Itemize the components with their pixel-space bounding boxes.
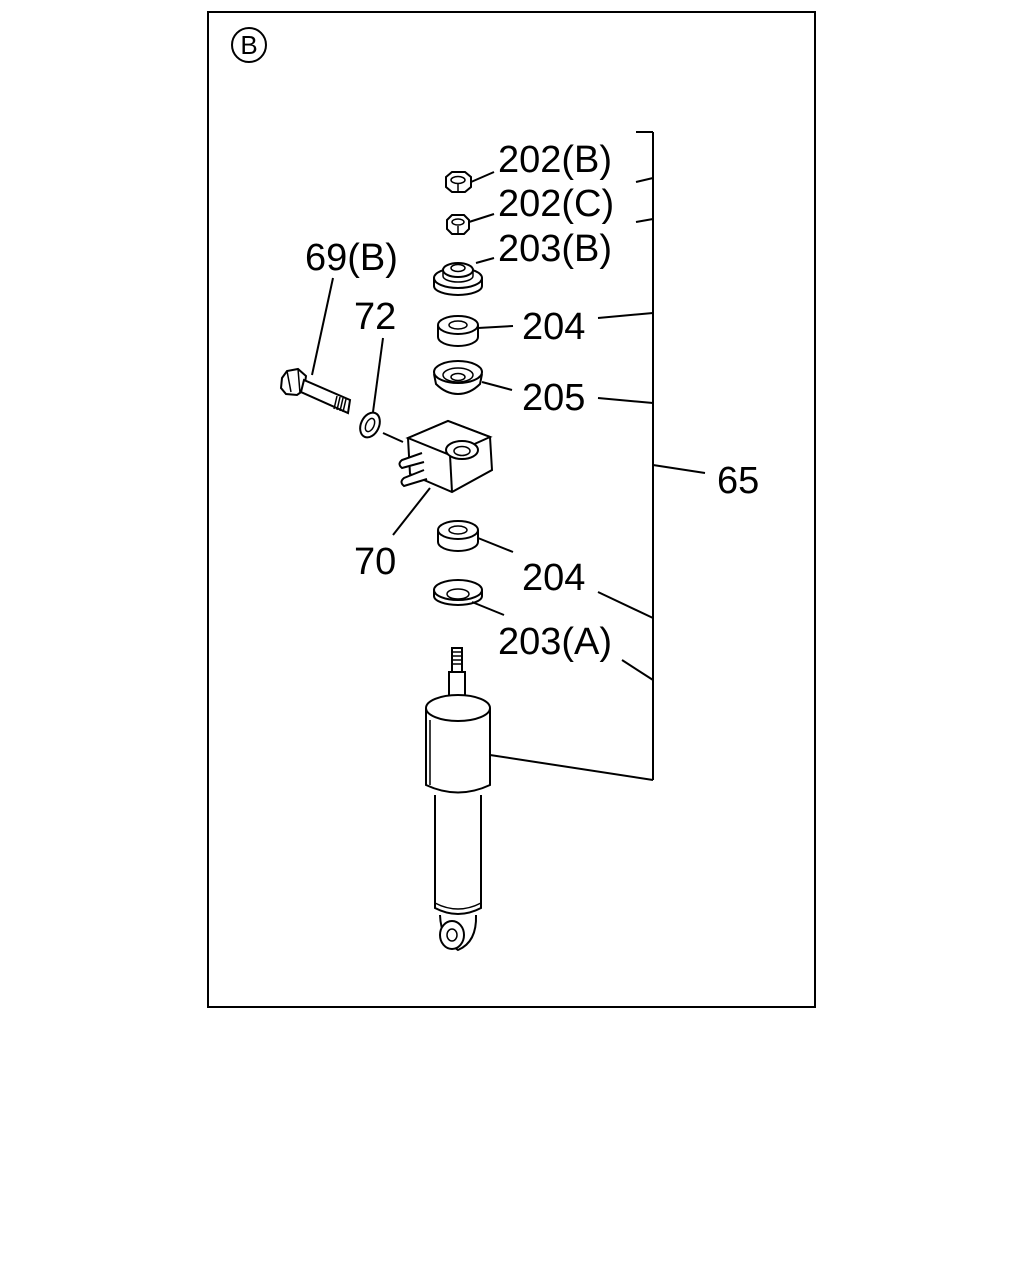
- leader-204-upper: [477, 325, 514, 329]
- callout-72: 72: [354, 296, 396, 338]
- leader-72: [372, 337, 384, 413]
- leader-203b: [475, 257, 495, 264]
- bolt-69b: [279, 367, 352, 415]
- leader-72-to-bracket: [382, 432, 404, 443]
- callout-203b: 203(B): [498, 228, 612, 270]
- callout-65: 65: [717, 460, 759, 502]
- bushing-204-upper: [437, 315, 479, 347]
- callout-69b: 69(B): [305, 237, 398, 279]
- leader-205: [481, 381, 513, 391]
- washer-72: [359, 411, 381, 439]
- leader-69b: [311, 277, 334, 376]
- leader-204-lower: [477, 537, 514, 553]
- washer-203a: [433, 579, 483, 606]
- leader-202c: [468, 213, 495, 223]
- assembly-bracket: [489, 131, 706, 781]
- callout-205: 205: [522, 377, 585, 419]
- leader-203a: [471, 601, 505, 616]
- leader-70: [392, 487, 431, 536]
- leader-202b: [470, 171, 495, 183]
- cup-205: [433, 360, 483, 396]
- callout-202b: 202(B): [498, 139, 612, 181]
- callout-204-lower: 204: [522, 557, 585, 599]
- diagram-frame: [207, 11, 816, 1008]
- callout-204-upper: 204: [522, 306, 585, 348]
- view-badge-label: B: [240, 30, 257, 60]
- washer-203b: [433, 262, 483, 296]
- nut-202b: [445, 171, 472, 193]
- callout-202c: 202(C): [498, 183, 614, 225]
- callout-70: 70: [354, 541, 396, 583]
- view-badge: B: [231, 27, 267, 63]
- bushing-204-lower: [437, 520, 479, 552]
- bracket-70: [398, 419, 494, 494]
- callout-203a: 203(A): [498, 621, 612, 663]
- nut-202c: [446, 214, 470, 235]
- shock-absorber: [425, 647, 491, 952]
